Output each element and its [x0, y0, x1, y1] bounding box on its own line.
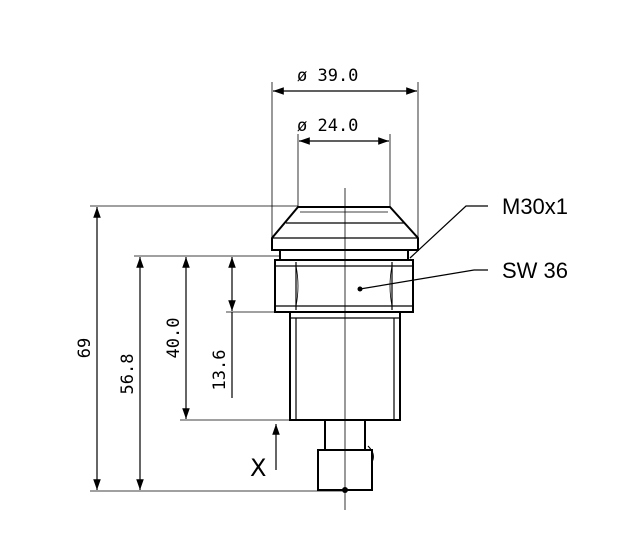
wrench-callout-dot — [357, 286, 363, 292]
callouts: M30x1 SW 36 — [357, 194, 568, 292]
nut-curve-left — [295, 265, 299, 307]
dim-label-40-0: 40.0 — [164, 318, 184, 359]
dim-label-56-8: 56.8 — [118, 354, 138, 395]
x-label: X — [250, 454, 266, 482]
wrench-callout-leader — [359, 269, 488, 290]
pushbutton-body — [271, 188, 419, 510]
outer-diameter-label: ø 39.0 — [297, 66, 358, 86]
nut-curve-right — [389, 265, 393, 307]
hex-nut — [274, 259, 414, 313]
dim-label-69: 69 — [75, 338, 95, 358]
thread-collar — [279, 249, 409, 261]
terminal-tab — [367, 445, 374, 463]
thread-callout-leader — [409, 205, 488, 259]
x-marker: X — [250, 424, 280, 482]
thread-callout-label: M30x1 — [502, 194, 568, 219]
axis-end-dot — [342, 487, 348, 493]
wrench-callout-label: SW 36 — [502, 258, 568, 283]
diameter-dimensions: ø 39.0 ø 24.0 — [271, 66, 419, 248]
dim-label-13-6: 13.6 — [210, 350, 230, 391]
inner-diameter-label: ø 24.0 — [297, 116, 358, 136]
height-dimensions: 69 56.8 40.0 13.6 — [75, 205, 345, 492]
